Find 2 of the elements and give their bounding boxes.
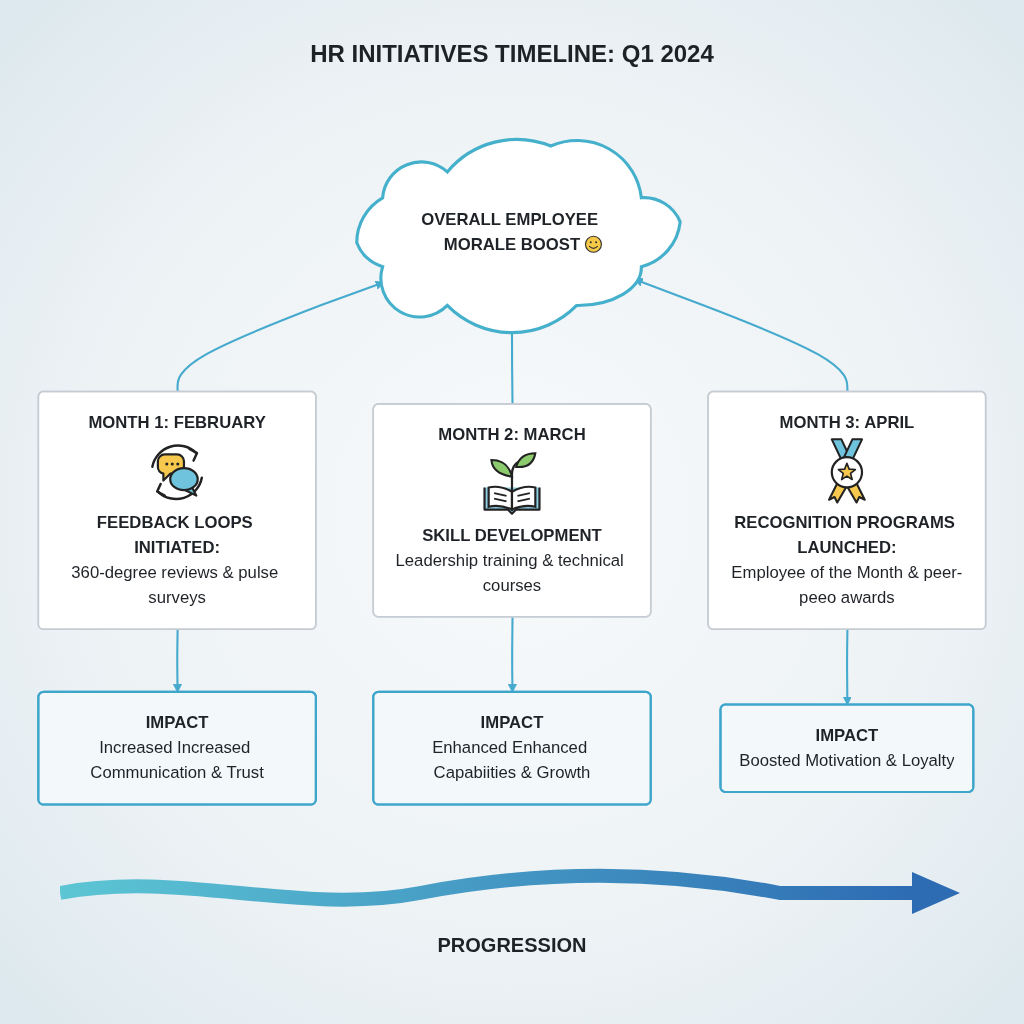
annotation-text: PROGRESSION bbox=[437, 934, 587, 956]
title: HR INITIATIVES TIMELINE: Q1 2024 bbox=[310, 40, 714, 67]
